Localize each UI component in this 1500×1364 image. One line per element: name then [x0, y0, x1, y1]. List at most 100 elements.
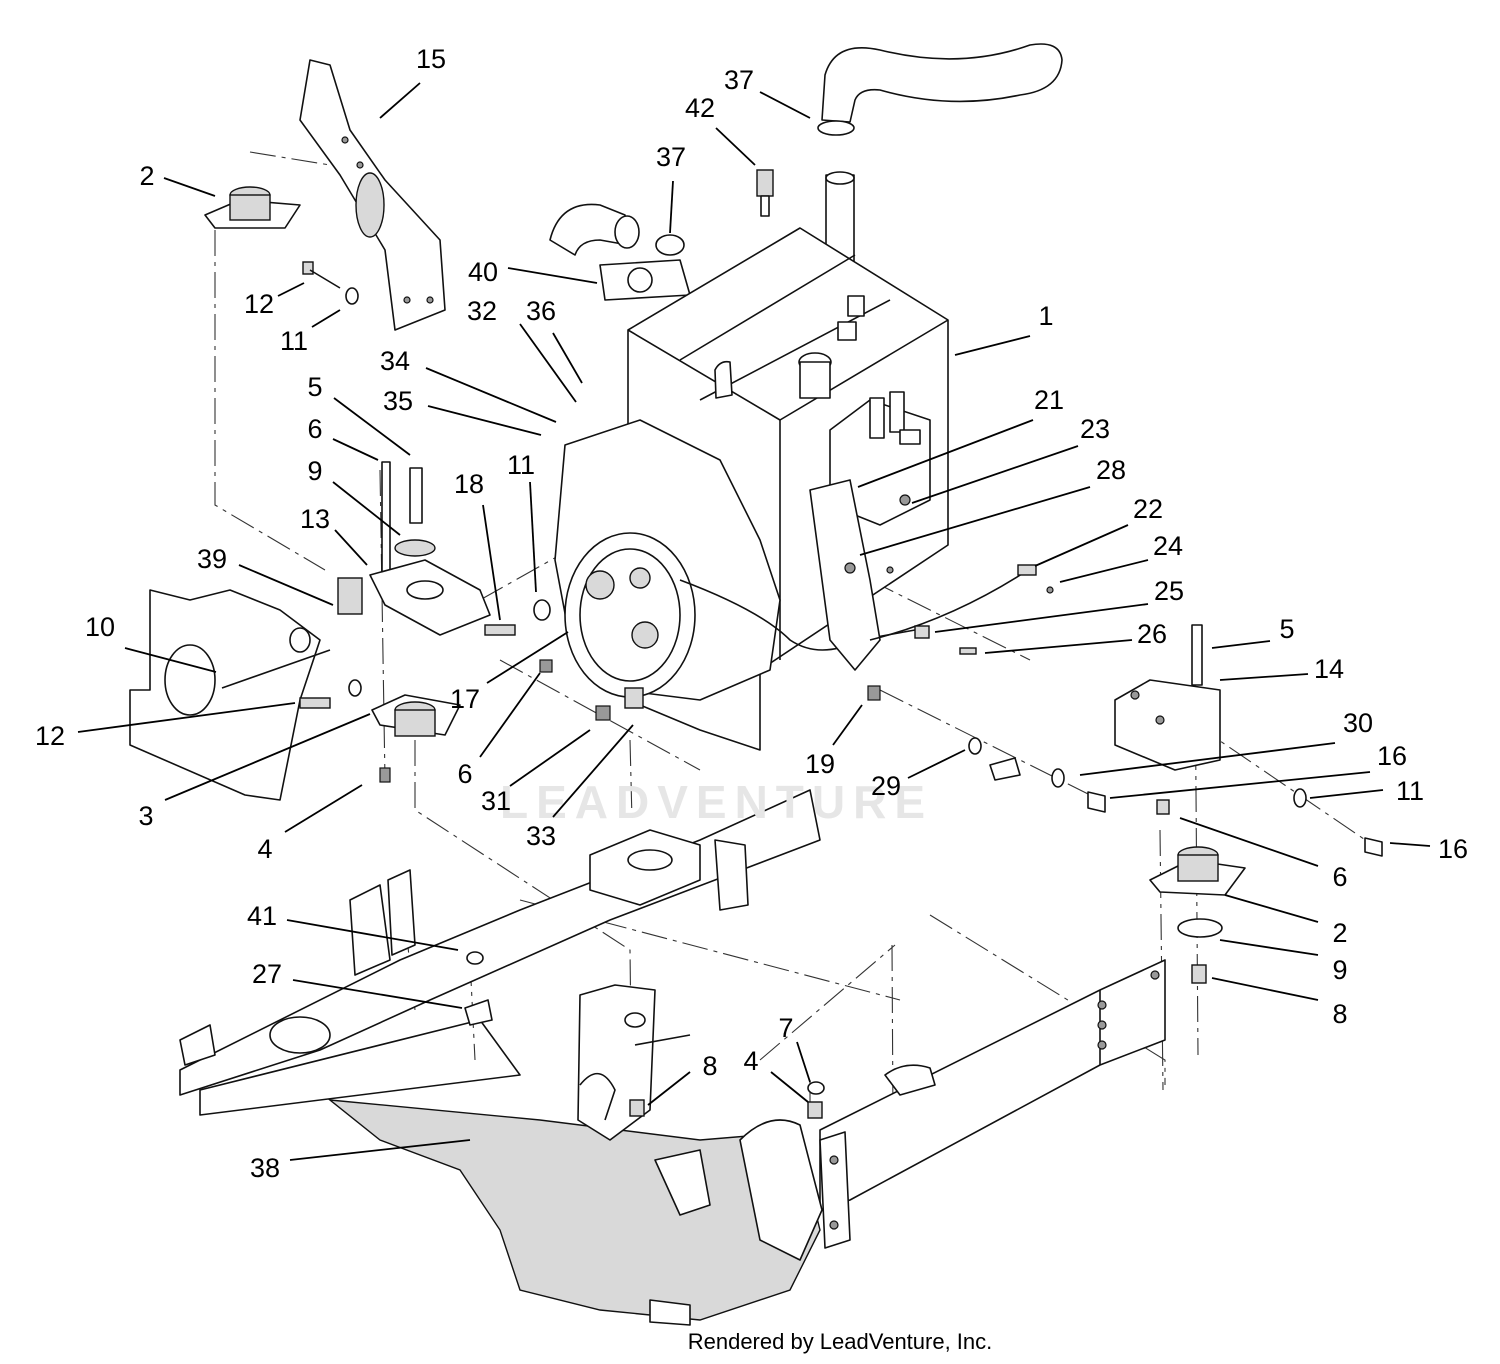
callout-label-41: 41 — [247, 901, 277, 931]
callout-label-34: 34 — [380, 346, 410, 376]
mount-bracket-part-13 — [369, 461, 491, 636]
callout-leader-18 — [482, 504, 501, 621]
callout-label-10: 10 — [85, 612, 115, 642]
callout-leader-13 — [334, 529, 368, 566]
callout-leader-30 — [1079, 742, 1336, 776]
callout-label-24: 24 — [1153, 531, 1183, 561]
callout-label-12b: 12 — [35, 721, 65, 751]
callout-label-5a: 5 — [307, 372, 322, 402]
callout-leader-23 — [911, 445, 1079, 504]
callout-leader-38 — [289, 1139, 471, 1161]
lower-left-fasteners — [464, 951, 825, 1119]
callout-label-13: 13 — [300, 504, 330, 534]
callout-label-2a: 2 — [139, 161, 154, 191]
callout-label-40: 40 — [468, 257, 498, 287]
callout-label-11a: 11 — [280, 326, 308, 356]
callout-labels: 1223445566678899101111111212131415161617… — [35, 44, 1468, 1183]
callout-leader-14 — [1219, 673, 1309, 681]
footer-credit: Rendered by LeadVenture, Inc. — [688, 1329, 993, 1354]
lower-center-bracket — [577, 984, 711, 1216]
callout-leader-16b — [1389, 842, 1431, 847]
callout-leader-26 — [984, 639, 1133, 654]
callout-leader-27 — [292, 979, 463, 1009]
callout-label-36: 36 — [526, 296, 556, 326]
rubber-mount-part-3 — [371, 694, 461, 783]
callout-leader-2b — [1224, 894, 1319, 923]
left-support-bracket — [129, 577, 363, 801]
callout-leader-6a — [332, 438, 379, 461]
sensor-part-42 — [756, 169, 774, 217]
callout-label-4a: 4 — [257, 834, 272, 864]
callout-label-27: 27 — [252, 959, 282, 989]
callout-label-29: 29 — [871, 771, 901, 801]
callout-label-6c: 6 — [1332, 862, 1347, 892]
callout-leader-37b — [669, 180, 674, 234]
callout-label-25: 25 — [1154, 576, 1184, 606]
callout-label-37a: 37 — [724, 65, 754, 95]
callout-label-15: 15 — [416, 44, 446, 74]
throttle-cable — [869, 564, 1054, 655]
callout-label-22: 22 — [1133, 494, 1163, 524]
flywheel-shroud — [554, 419, 916, 701]
callout-leader-21 — [857, 419, 1034, 488]
shroud-fasteners — [484, 599, 644, 721]
callout-label-17: 17 — [450, 684, 480, 714]
callout-label-11c: 11 — [1396, 776, 1424, 806]
callout-leader-6c — [1179, 817, 1319, 867]
callout-leader-5b — [1211, 640, 1271, 649]
callout-leader-37a — [759, 91, 811, 119]
right-frame-rail — [819, 959, 1166, 1249]
callout-label-12a: 12 — [244, 289, 274, 319]
callout-leader-8b — [1211, 977, 1319, 1001]
callout-label-31: 31 — [481, 786, 511, 816]
callout-label-16a: 16 — [1377, 741, 1407, 771]
callout-leader-19 — [832, 704, 863, 746]
callout-leader-16a — [1109, 771, 1371, 799]
rubber-mount-part-2-right — [1149, 799, 1246, 984]
callout-leader-40 — [507, 267, 598, 284]
callout-leader-3 — [164, 713, 371, 801]
callout-label-5b: 5 — [1279, 614, 1294, 644]
callout-label-7: 7 — [778, 1013, 793, 1043]
callout-leader-11c — [1309, 789, 1384, 799]
callout-label-1: 1 — [1038, 301, 1053, 331]
callout-leader-31 — [509, 729, 591, 787]
callout-label-16b: 16 — [1438, 834, 1468, 864]
callout-leader-29 — [907, 749, 966, 779]
callout-label-33: 33 — [526, 821, 556, 851]
callout-leader-36 — [552, 332, 583, 384]
callout-label-32: 32 — [467, 296, 497, 326]
callout-label-39: 39 — [197, 544, 227, 574]
callout-label-9a: 9 — [307, 456, 322, 486]
right-side-fasteners — [867, 685, 1383, 857]
callout-leader-17 — [486, 631, 569, 684]
callout-label-19: 19 — [805, 749, 835, 779]
callout-label-4b: 4 — [743, 1046, 758, 1076]
callout-label-28: 28 — [1096, 455, 1126, 485]
callout-label-38: 38 — [250, 1153, 280, 1183]
callout-leader-32 — [519, 323, 577, 403]
callout-leader-22 — [1034, 524, 1129, 567]
callout-leader-12b — [77, 702, 296, 733]
callout-label-30: 30 — [1343, 708, 1373, 738]
callout-leader-2a — [163, 177, 216, 197]
callout-leader-11b — [529, 481, 537, 593]
callout-label-21: 21 — [1034, 385, 1064, 415]
deck-housing-part-38 — [327, 1099, 823, 1326]
callout-label-18: 18 — [454, 469, 484, 499]
callout-leader-1 — [954, 335, 1031, 356]
callout-leader-34 — [425, 367, 557, 423]
intake-elbow — [549, 203, 685, 256]
callout-leader-4b — [770, 1071, 809, 1103]
callout-leader-39 — [238, 564, 334, 606]
callout-label-3: 3 — [138, 801, 153, 831]
callout-label-6b: 6 — [457, 759, 472, 789]
callout-label-11b: 11 — [507, 450, 535, 480]
callout-label-23: 23 — [1080, 414, 1110, 444]
callout-leader-28 — [859, 486, 1091, 556]
callout-label-26: 26 — [1137, 619, 1167, 649]
callout-leader-10 — [124, 647, 217, 673]
callout-leader-7 — [796, 1041, 811, 1083]
callout-label-8a: 8 — [702, 1051, 717, 1081]
